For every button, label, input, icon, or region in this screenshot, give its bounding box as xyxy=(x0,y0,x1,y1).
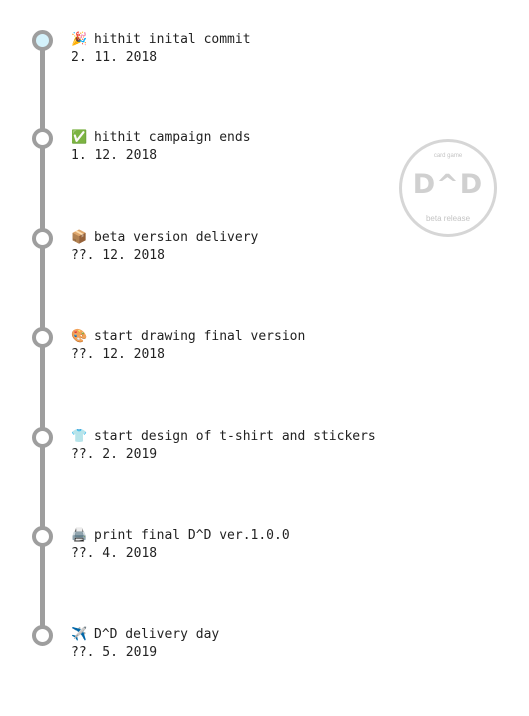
event-title: 📦 beta version delivery xyxy=(71,229,258,247)
timeline-node xyxy=(32,625,53,646)
event-title: ✈️ D^D delivery day xyxy=(71,626,219,644)
timeline-node xyxy=(32,427,53,448)
event-title: 👕 start design of t-shirt and stickers xyxy=(71,428,376,446)
timeline-node-current xyxy=(32,30,53,51)
event-title-text: beta version delivery xyxy=(94,230,259,245)
event-title: ✅ hithit campaign ends xyxy=(71,129,251,147)
timeline-event: ✈️ D^D delivery day ??. 5. 2019 xyxy=(0,625,529,666)
event-title-text: start drawing final version xyxy=(94,329,306,344)
badge-bottom-text: beta release xyxy=(425,214,471,223)
timeline-node xyxy=(32,526,53,547)
event-date: ??. 2. 2019 xyxy=(71,447,158,462)
event-title-text: D^D delivery day xyxy=(94,627,220,642)
timeline-node xyxy=(32,327,53,348)
event-date: 2. 11. 2018 xyxy=(71,50,158,65)
badge-top-text: card game xyxy=(433,153,463,159)
release-badge: card game D^D beta release xyxy=(399,139,497,237)
timeline-event: 🎉 hithit inital commit 2. 11. 2018 xyxy=(0,30,529,71)
badge-title: D^D xyxy=(412,169,484,200)
timeline-node xyxy=(32,228,53,249)
t-shirt-icon: 👕 xyxy=(71,429,88,444)
event-title: 🎉 hithit inital commit xyxy=(71,31,251,49)
timeline-event: ✅ hithit campaign ends 1. 12. 2018 xyxy=(0,128,529,169)
timeline-node xyxy=(32,128,53,149)
event-date: ??. 12. 2018 xyxy=(71,248,165,263)
timeline-event: 📦 beta version delivery ??. 12. 2018 xyxy=(0,228,529,269)
timeline-event: 👕 start design of t-shirt and stickers ??… xyxy=(0,427,529,468)
event-title-text: print final D^D ver.1.0.0 xyxy=(94,528,290,543)
timeline-event: 🎨 start drawing final version ??. 12. 201… xyxy=(0,327,529,368)
airplane-icon: ✈️ xyxy=(71,627,88,642)
party-popper-icon: 🎉 xyxy=(71,32,88,47)
event-title-text: hithit campaign ends xyxy=(94,130,251,145)
event-title-text: start design of t-shirt and stickers xyxy=(94,429,376,444)
event-date: ??. 5. 2019 xyxy=(71,645,158,660)
event-date: 1. 12. 2018 xyxy=(71,148,158,163)
printer-icon: 🖨️ xyxy=(71,528,88,543)
check-mark-icon: ✅ xyxy=(71,130,88,145)
package-icon: 📦 xyxy=(71,230,88,245)
event-title-text: hithit inital commit xyxy=(94,32,251,47)
event-date: ??. 12. 2018 xyxy=(71,347,165,362)
timeline-event: 🖨️ print final D^D ver.1.0.0 ??. 4. 2018 xyxy=(0,526,529,567)
event-title: 🖨️ print final D^D ver.1.0.0 xyxy=(71,527,290,545)
event-date: ??. 4. 2018 xyxy=(71,546,158,561)
event-title: 🎨 start drawing final version xyxy=(71,328,305,346)
palette-icon: 🎨 xyxy=(71,329,88,344)
